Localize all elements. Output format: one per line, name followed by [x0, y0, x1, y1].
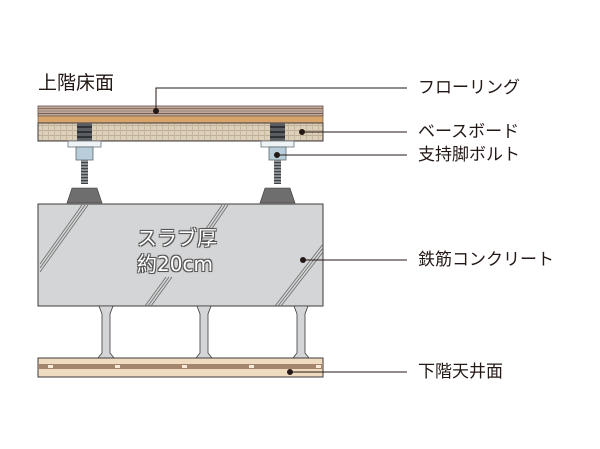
- concrete-slab: [37, 203, 324, 307]
- leader-lines: [153, 87, 407, 375]
- upper-floor-label: 上階床面: [38, 72, 115, 94]
- slab-thickness-line2: 約20cm: [137, 252, 213, 276]
- flooring-layer: [37, 105, 324, 124]
- ceiling-hangers: [97, 305, 310, 359]
- ceiling-board: [37, 357, 324, 378]
- support-bolt-label: 支持脚ボルト: [418, 145, 520, 165]
- flooring-label: フローリング: [418, 78, 520, 98]
- ceiling-label: 下階天井面: [418, 362, 503, 382]
- slab-thickness-line1: スラブ厚: [137, 226, 217, 250]
- support-bolt-right: [259, 123, 296, 204]
- support-bolt-left: [66, 123, 103, 204]
- concrete-label: 鉄筋コンクリート: [418, 250, 554, 270]
- base-board-label: ベースボード: [418, 122, 520, 142]
